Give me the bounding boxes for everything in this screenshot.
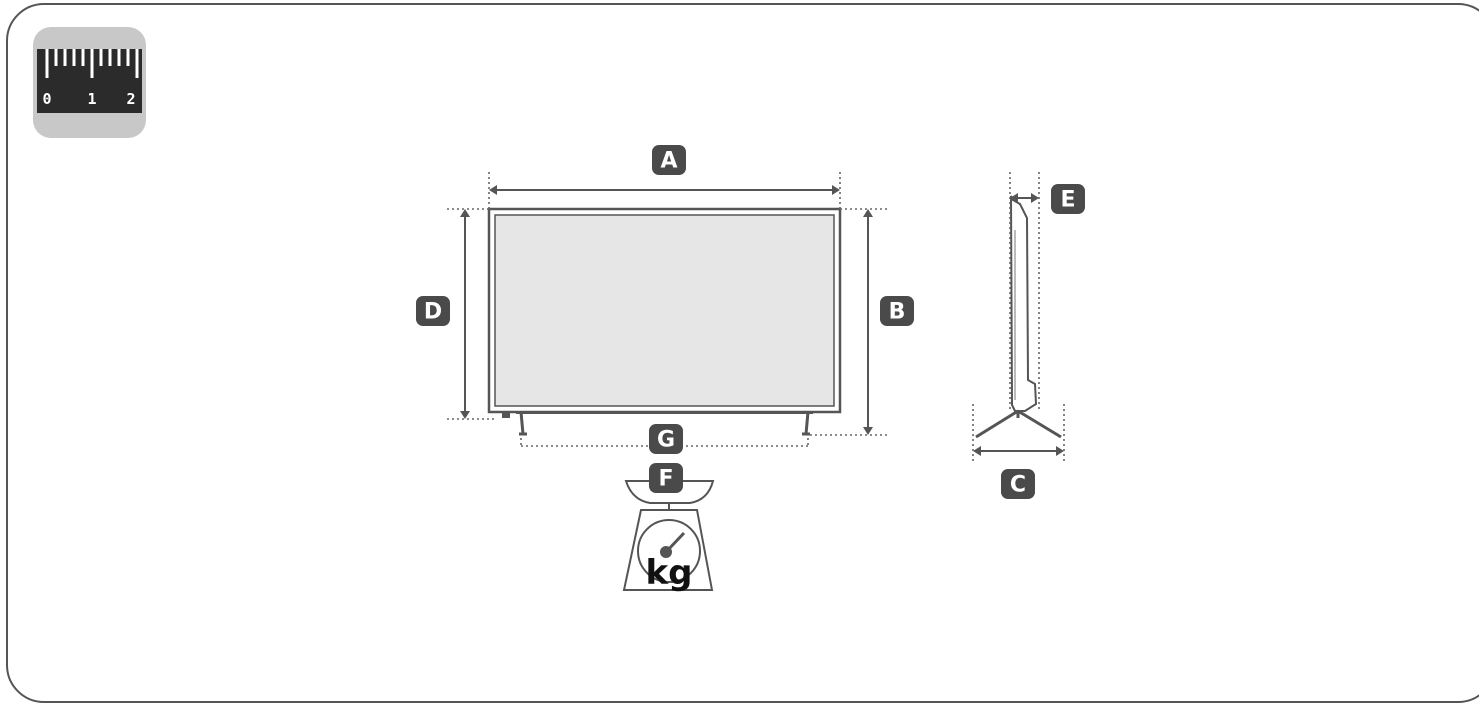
ruler-ticks (45, 49, 139, 78)
weight-scale-icon: kg (622, 480, 715, 593)
scale-body (622, 509, 714, 591)
dimension-c (972, 404, 1065, 463)
tv-screen (494, 214, 835, 407)
ruler-label-0: 0 (42, 90, 51, 108)
label-a: A (652, 145, 686, 175)
tv-side-stand (975, 409, 1062, 439)
dimension-a (488, 172, 841, 209)
svg-text:E: E (1060, 188, 1075, 213)
ruler-label-1: 1 (87, 90, 96, 108)
dimension-d (447, 208, 495, 420)
label-e: E (1051, 184, 1085, 214)
label-c: C (1001, 469, 1035, 499)
label-b: B (880, 296, 914, 326)
ruler-label-2: 2 (126, 90, 135, 108)
dimension-g (520, 438, 809, 447)
scale-dial (637, 519, 701, 583)
svg-text:A: A (660, 149, 677, 174)
dimension-b (810, 208, 888, 436)
svg-text:F: F (658, 467, 673, 492)
tv-dimensions-diagram: 0 1 2 A (33, 27, 1085, 593)
ruler-icon: 0 1 2 (33, 27, 146, 138)
tv-button (502, 412, 510, 418)
svg-text:G: G (657, 428, 675, 453)
tv-front-view (487, 207, 842, 436)
label-d: D (416, 296, 450, 326)
svg-text:B: B (889, 300, 906, 325)
dimension-e (1009, 172, 1040, 410)
tv-side-view (975, 195, 1062, 439)
label-f: F (649, 463, 683, 493)
tv-stand-feet (519, 411, 810, 436)
label-g: G (649, 424, 683, 454)
scale-unit-label: kg (646, 553, 693, 593)
stage: 0 1 2 A (6, 3, 1479, 703)
svg-text:D: D (424, 300, 442, 325)
svg-text:C: C (1010, 473, 1026, 498)
scale-pan (624, 480, 715, 504)
